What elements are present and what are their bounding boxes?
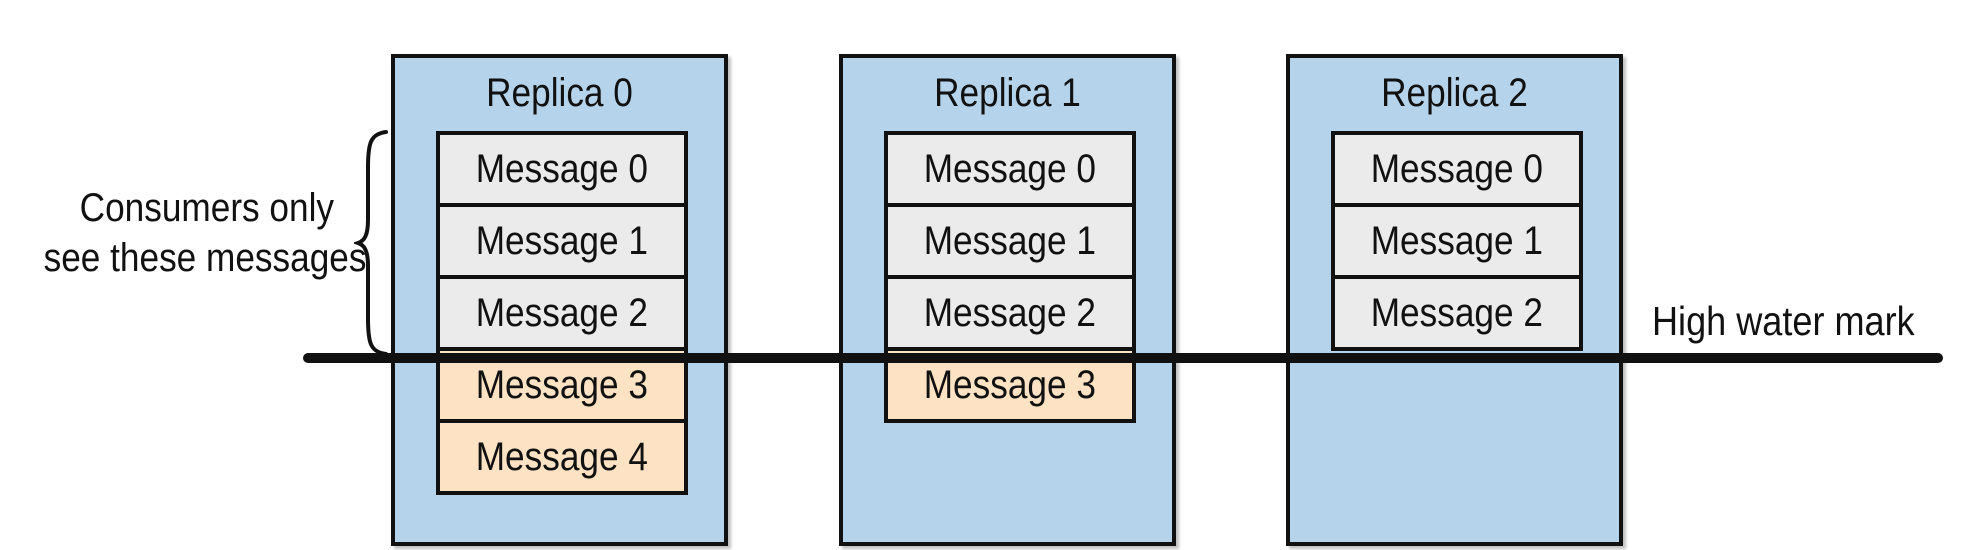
message-block: Message 2 bbox=[436, 275, 688, 351]
replica-2-message-stack: Message 0 Message 1 Message 2 bbox=[1331, 131, 1583, 351]
high-water-mark-line bbox=[303, 353, 1943, 363]
message-label: Message 0 bbox=[475, 146, 649, 191]
replica-0-message-stack: Message 0 Message 1 Message 2 Message 3 … bbox=[436, 131, 688, 495]
replica-0-box: Replica 0 Message 0 Message 1 Message 2 … bbox=[391, 54, 728, 546]
message-label: Message 2 bbox=[1370, 290, 1544, 335]
replica-1-title: Replica 1 bbox=[934, 71, 1081, 115]
consumers-annotation-line-2: see these messages bbox=[43, 236, 367, 280]
message-label: Message 4 bbox=[475, 434, 649, 479]
replica-2-box: Replica 2 Message 0 Message 1 Message 2 bbox=[1286, 54, 1623, 546]
message-label: Message 0 bbox=[1370, 146, 1544, 191]
message-block: Message 1 bbox=[436, 203, 688, 279]
message-label: Message 2 bbox=[475, 290, 649, 335]
message-block: Message 0 bbox=[436, 131, 688, 207]
replica-0-title: Replica 0 bbox=[486, 71, 633, 115]
message-label: Message 3 bbox=[923, 362, 1097, 407]
message-label: Message 2 bbox=[923, 290, 1097, 335]
replica-1-box: Replica 1 Message 0 Message 1 Message 2 … bbox=[839, 54, 1176, 546]
consumers-annotation: Consumers only see these messages bbox=[43, 183, 367, 283]
message-block: Message 0 bbox=[884, 131, 1136, 207]
message-block: Message 2 bbox=[1331, 275, 1583, 351]
consumers-annotation-line-1: Consumers only bbox=[79, 186, 334, 230]
message-block: Message 1 bbox=[884, 203, 1136, 279]
message-label: Message 1 bbox=[1370, 218, 1544, 263]
message-label: Message 0 bbox=[923, 146, 1097, 191]
message-label: Message 1 bbox=[923, 218, 1097, 263]
message-block: Message 1 bbox=[1331, 203, 1583, 279]
message-label: Message 3 bbox=[475, 362, 649, 407]
message-block: Message 2 bbox=[884, 275, 1136, 351]
message-block: Message 0 bbox=[1331, 131, 1583, 207]
message-block-uncommitted: Message 4 bbox=[436, 419, 688, 495]
high-water-mark-label: High water mark bbox=[1652, 298, 1915, 344]
message-label: Message 1 bbox=[475, 218, 649, 263]
replica-1-message-stack: Message 0 Message 1 Message 2 Message 3 bbox=[884, 131, 1136, 423]
curly-brace-icon bbox=[354, 130, 388, 356]
replica-2-title: Replica 2 bbox=[1381, 71, 1528, 115]
